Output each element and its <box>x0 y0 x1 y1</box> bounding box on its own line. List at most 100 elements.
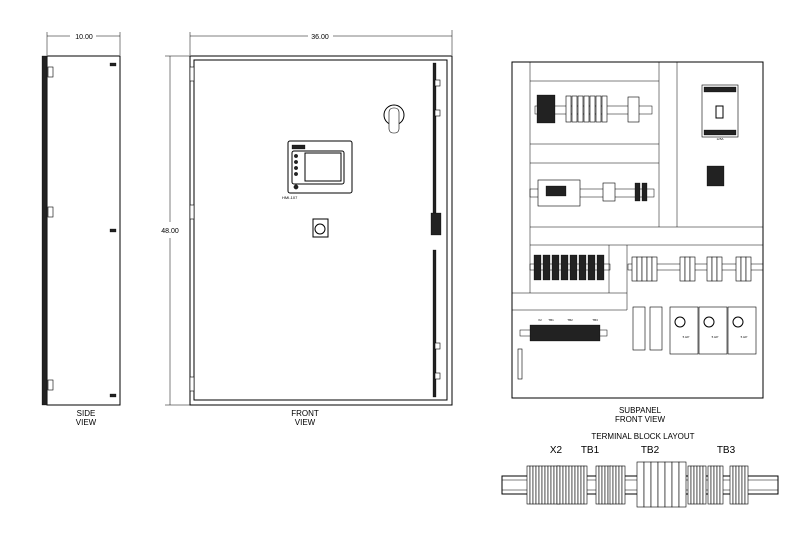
front-width-dimension: 36.00 <box>311 34 329 41</box>
front-view: 36.00 48.00 HMI-107 <box>161 30 453 427</box>
fuse-terminal-icon <box>542 254 551 281</box>
breaker-pole-icon <box>740 256 747 282</box>
subpanel-label-2: FRONT VIEW <box>615 415 666 424</box>
terminal-block-icon <box>729 465 734 505</box>
terminal-block-icon <box>732 465 737 505</box>
terminal-block-icon <box>696 465 701 505</box>
vfd-3 <box>727 306 757 355</box>
fuse-holder-icon <box>571 95 578 123</box>
fuse-holder-icon <box>577 95 584 123</box>
terminal-block-icon <box>738 465 743 505</box>
terminal-block-icon <box>559 465 564 505</box>
front-height-dimension: 48.00 <box>161 228 179 235</box>
group-label-x2: X2 <box>550 445 563 456</box>
mini-tb-tb3: TB3 <box>592 318 598 322</box>
contactor-icon <box>649 306 663 351</box>
terminal-block-icon <box>580 465 585 505</box>
fuse-terminal-icon <box>560 254 569 281</box>
main-breaker-rating: 125A <box>716 137 723 141</box>
terminal-block-icon <box>702 465 707 505</box>
side-enclosure-outline <box>46 55 121 406</box>
subpanel-front-view: 125A X2 TB1 TB2 TB3 5 HP 5 HP 5 HP SUBPA… <box>511 61 764 424</box>
terminal-block-icon <box>535 465 540 505</box>
fuse-terminal-icon <box>578 254 587 281</box>
fuse-holder-icon <box>565 95 572 123</box>
terminal-block-icon <box>612 465 617 505</box>
vfd-1 <box>669 306 699 355</box>
latch-icon <box>434 79 441 87</box>
terminal-block-icon <box>550 465 555 505</box>
breaker-pole-icon <box>745 256 752 282</box>
mounting-foot-icon <box>109 62 117 67</box>
vfd-2 <box>698 306 728 355</box>
mounting-foot-icon <box>109 393 117 398</box>
breaker-pole-icon <box>679 256 686 282</box>
terminal-block-icon <box>693 465 698 505</box>
hmi-tag: HMI-107 <box>282 195 298 200</box>
mini-tb-tb1: TB1 <box>548 318 554 322</box>
fuse-holder-icon <box>589 95 596 123</box>
terminal-layout-title: TERMINAL BLOCK LAYOUT <box>591 432 694 441</box>
mini-tb-tb2: TB2 <box>567 318 573 322</box>
fuse-terminal-icon <box>551 254 560 281</box>
terminal-block-icon <box>538 465 543 505</box>
terminal-block-icon <box>615 465 620 505</box>
subpanel-label: SUBPANEL <box>619 406 662 415</box>
breaker-pole-icon <box>651 256 658 282</box>
fuse-holder-icon <box>583 95 590 123</box>
subpanel-outline <box>511 61 764 399</box>
terminal-block-icon <box>609 465 614 505</box>
side-width-dimension: 10.00 <box>75 34 93 41</box>
terminal-block-icon <box>741 465 746 505</box>
breaker-pole-icon <box>684 256 691 282</box>
terminal-block-icon <box>556 465 561 505</box>
emergency-stop-icon <box>312 218 329 238</box>
main-circuit-breaker <box>701 84 739 138</box>
fused-terminal-icon <box>678 461 687 508</box>
terminal-block-icon <box>577 465 582 505</box>
fuse-holder-icon <box>601 95 608 123</box>
contactor-icon <box>632 306 646 351</box>
latch-icon <box>434 372 441 380</box>
terminal-block-icon <box>532 465 537 505</box>
breaker-pole-icon <box>735 256 742 282</box>
terminal-block-icon <box>562 465 567 505</box>
terminal-block-icon <box>735 465 740 505</box>
terminal-block-icon <box>565 465 570 505</box>
fuse-holder-icon <box>595 95 602 123</box>
breaker-pole-icon <box>641 256 648 282</box>
terminal-block-icon <box>544 465 549 505</box>
fused-terminal-icon <box>664 461 673 508</box>
hmi-panel <box>287 140 353 194</box>
ground-bar-icon <box>517 348 523 380</box>
terminal-block-icon <box>583 465 588 505</box>
fused-terminal-icon <box>643 461 652 508</box>
terminal-block-icon <box>687 465 692 505</box>
latch-icon <box>434 342 441 350</box>
terminal-block-icon <box>547 465 552 505</box>
enclosure-outline <box>189 55 453 406</box>
terminal-blocks <box>526 461 749 508</box>
ethernet-switch-icon <box>602 182 616 202</box>
side-view-label: SIDE <box>77 409 96 418</box>
fused-terminal-icon <box>671 461 680 508</box>
terminal-block-icon <box>601 465 606 505</box>
terminal-block-icon <box>621 465 626 505</box>
vfd-3-rating: 5 HP <box>741 335 748 339</box>
fuse-terminal-icon <box>533 254 542 281</box>
breaker-pole-icon <box>631 256 638 282</box>
group-label-tb2: TB2 <box>641 445 660 456</box>
terminal-block-icon <box>710 465 715 505</box>
latch-rod <box>432 62 437 234</box>
vfd-2-rating: 5 HP <box>712 335 719 339</box>
door-outline <box>193 59 448 401</box>
breaker-pole-icon <box>711 256 718 282</box>
latch-icon <box>434 109 441 117</box>
terminal-block-icon <box>716 465 721 505</box>
fused-terminal-icon <box>636 461 645 508</box>
front-view-label: FRONT <box>291 409 319 418</box>
terminal-block-icon <box>699 465 704 505</box>
terminal-block-icon <box>568 465 573 505</box>
mini-tb-x2: X2 <box>538 318 542 322</box>
front-view-label-2: VIEW <box>295 418 316 427</box>
